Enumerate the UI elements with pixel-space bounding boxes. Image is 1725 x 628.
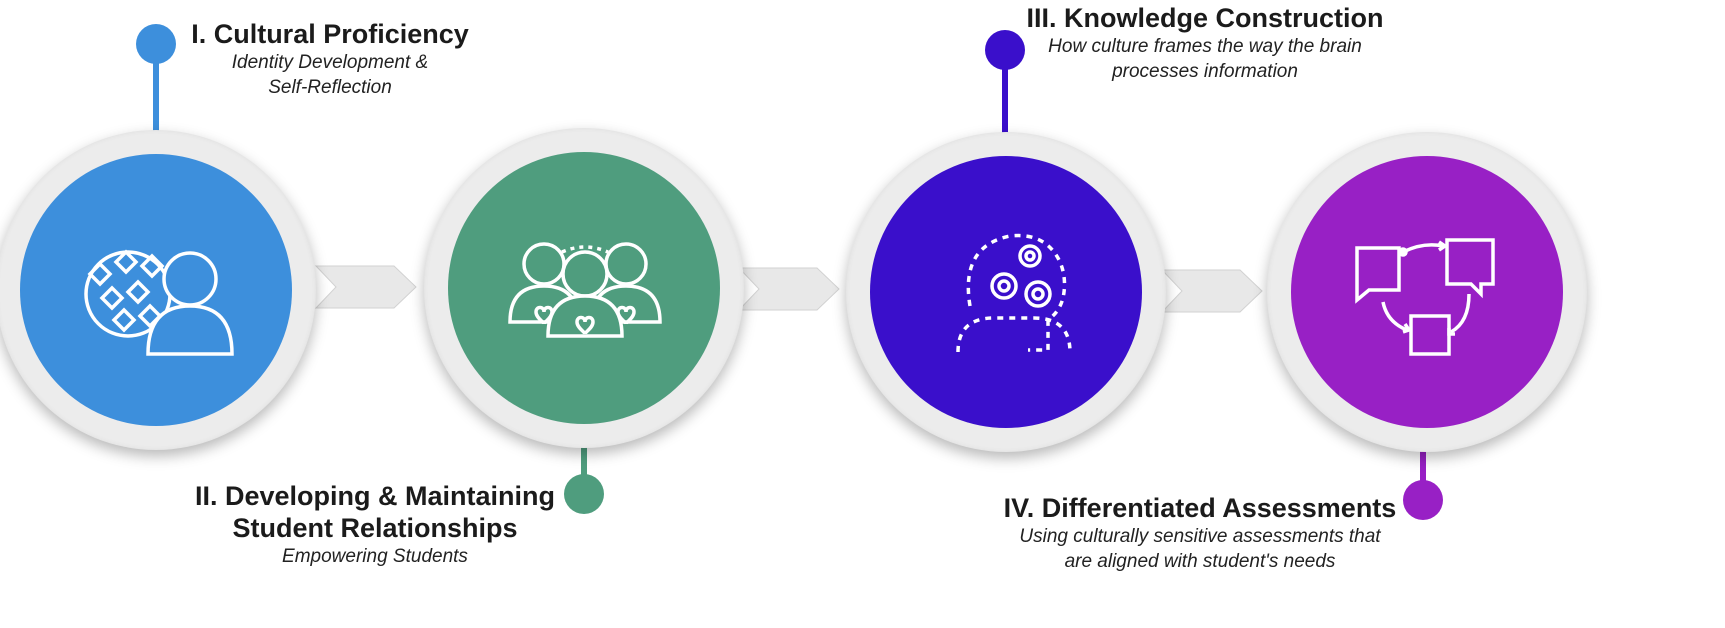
step-label-3: III. Knowledge Construction How culture … [1010,2,1400,84]
step-subtitle-3b: processes information [1112,61,1298,82]
step-title-2a: II. Developing & Maintaining [194,481,556,511]
connector-dot-2 [564,474,604,514]
step-disc-1 [20,154,292,426]
step-title-2b: Student Relationships [232,513,518,543]
step-label-4: IV. Differentiated Assessments Using cul… [1000,492,1400,574]
step-subtitle-3a: How culture frames the way the brain [1048,36,1362,57]
speech-bubbles-cycle-icon [1355,238,1495,356]
step-label-2: II. Developing & Maintaining Student Rel… [185,480,565,569]
globe-person-icon [84,249,234,356]
step-subtitle-1b: Self-Reflection [268,77,392,98]
connector-dot-1 [136,24,176,64]
chevron-arrow-3 [1160,269,1263,313]
head-gears-icon [956,233,1072,353]
step-subtitle-4a: Using culturally sensitive assessments t… [1019,526,1381,547]
step-title-1: I. Cultural Proficiency [191,19,469,49]
step-circle-2 [424,128,744,448]
step-title-4: IV. Differentiated Assessments [1003,493,1397,523]
people-hearts-icon [508,242,662,338]
connector-stem-1 [153,60,159,140]
step-disc-3 [870,156,1142,428]
connector-dot-4 [1403,480,1443,520]
step-circle-4 [1267,132,1587,452]
chevron-arrow-2 [737,267,840,311]
step-disc-2 [448,152,720,424]
step-title-3: III. Knowledge Construction [1026,3,1384,33]
step-disc-4 [1291,156,1563,428]
connector-dot-3 [985,30,1025,70]
step-subtitle-2: Empowering Students [282,546,468,567]
step-label-1: I. Cultural Proficiency Identity Develop… [180,18,480,100]
step-subtitle-4b: are aligned with student's needs [1064,551,1336,572]
chevron-arrow-1 [314,265,417,309]
connector-stem-3 [1002,52,1008,142]
step-circle-1 [0,130,316,450]
step-subtitle-1a: Identity Development & [231,52,429,73]
step-circle-3 [846,132,1166,452]
